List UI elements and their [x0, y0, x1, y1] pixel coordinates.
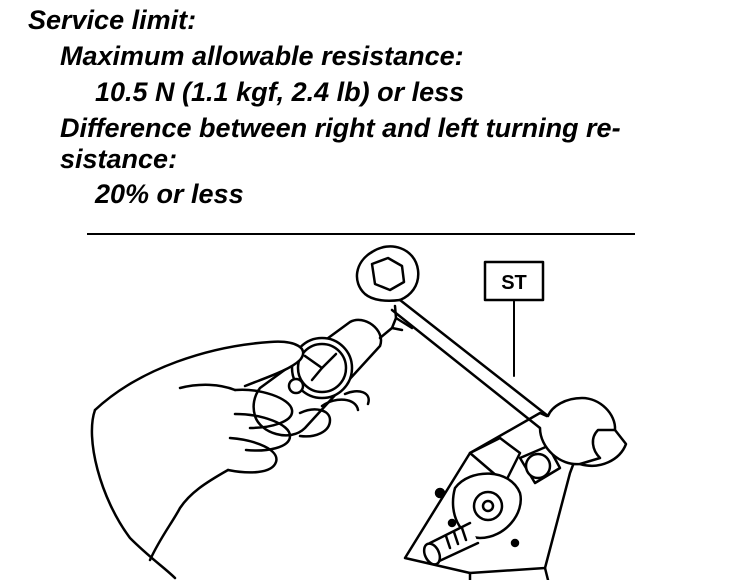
special-tool-wrench [355, 245, 628, 467]
section-divider [87, 233, 635, 235]
service-limit-heading: Service limit: [28, 5, 197, 35]
pinion-shaft [422, 521, 480, 566]
steering-gear-measurement-illustration: ST [90, 245, 628, 580]
difference-value: 20% or less [95, 179, 244, 209]
technician-hands [90, 340, 370, 580]
st-callout: ST [483, 260, 545, 377]
difference-label-line2: sistance: [60, 144, 178, 174]
max-resistance-label: Maximum allowable resistance: [60, 41, 464, 71]
difference-label-line1: Difference between right and left turnin… [60, 113, 621, 143]
spring-scale-gauge [252, 316, 404, 437]
max-resistance-value: 10.5 N (1.1 kgf, 2.4 lb) or less [95, 77, 465, 107]
st-callout-label: ST [501, 272, 527, 294]
